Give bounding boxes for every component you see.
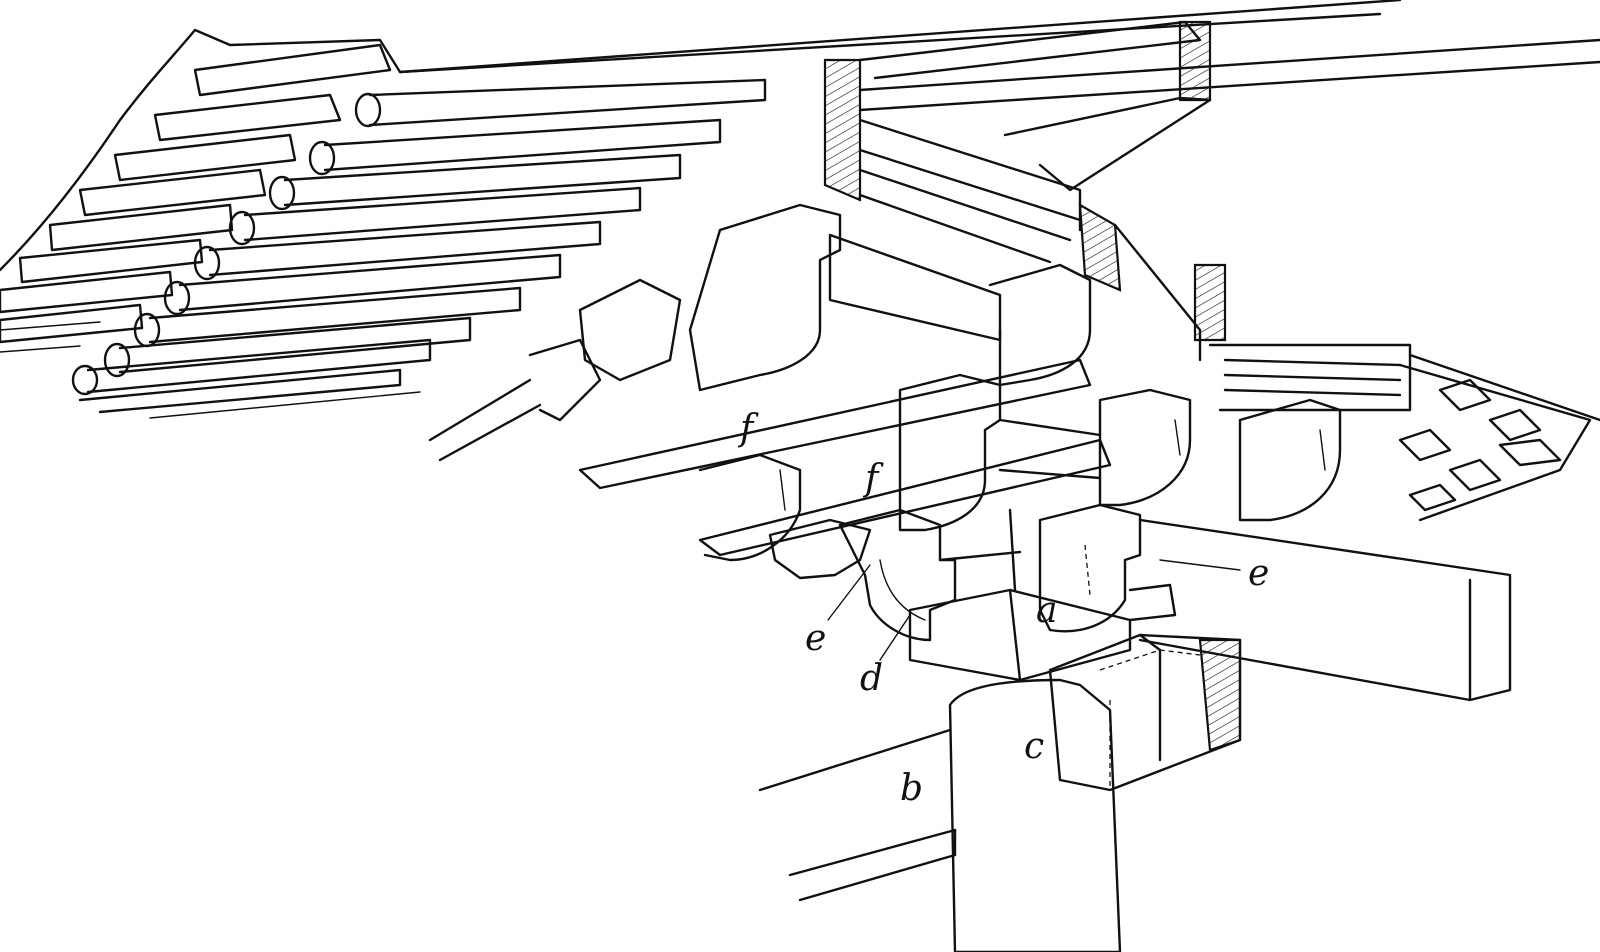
label-e-right: e [1248,553,1269,594]
label-d: d [860,658,883,699]
roof-eave [0,0,1600,272]
label-f-lower: f [862,458,884,499]
label-f-upper: f [737,408,759,449]
rafters [0,78,767,419]
column-and-beams [758,633,1242,952]
upper-beams [823,20,1600,422]
label-b: b [900,768,923,809]
lower-bracket-tier [768,503,1512,702]
label-c: c [1024,726,1044,767]
label-e-left: e [805,618,826,659]
bracket-arms [428,203,1112,557]
roof-tiles [0,43,392,344]
coffered-ceiling [1398,363,1592,522]
label-a: a [1036,590,1057,631]
cap-block [908,508,1132,682]
middle-bracket-tier [698,373,1342,562]
leader-lines [827,559,1241,661]
